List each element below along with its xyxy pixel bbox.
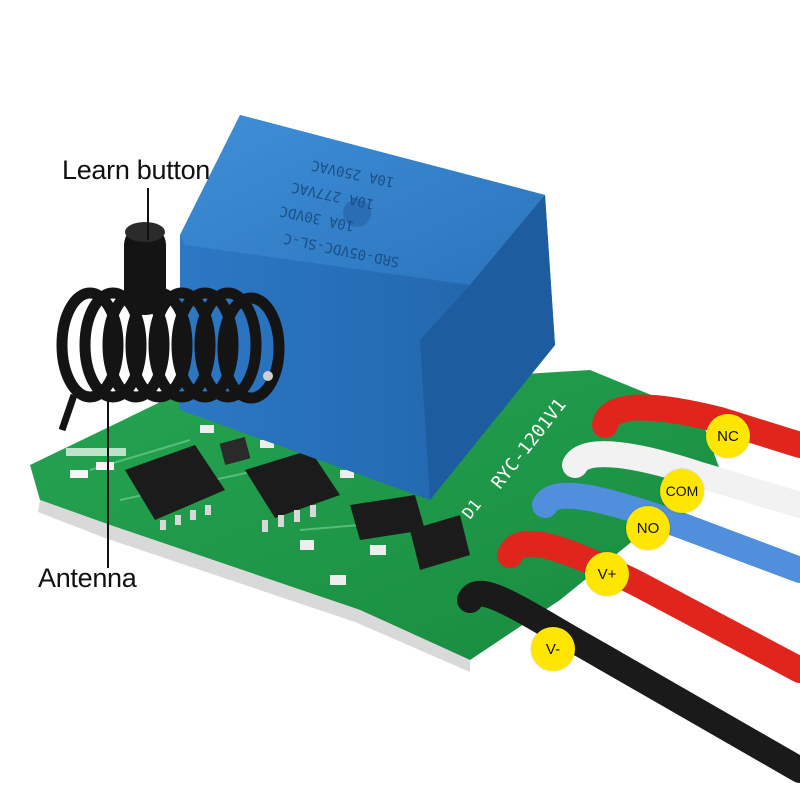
antenna-coil [56, 287, 285, 432]
wire-no [532, 482, 800, 583]
relay: 10A 250VAC 10A 277VAC 10A 30VDC SRD-05VD… [180, 115, 555, 500]
wire-vplus [497, 530, 800, 683]
antenna-callout: Antenna [38, 563, 137, 593]
pin-label-nc: NC [706, 414, 750, 458]
wires [457, 394, 800, 783]
pin-label-no: NO [626, 506, 670, 550]
learn-button-callout: Learn button [62, 155, 211, 185]
pin-label-com: COM [660, 469, 704, 513]
antenna-tip [263, 371, 273, 381]
pin-label-vplus: V+ [585, 552, 629, 596]
wire-nc [592, 394, 800, 458]
pin-label-vminus: V- [531, 627, 575, 671]
wire-vminus [457, 580, 800, 783]
